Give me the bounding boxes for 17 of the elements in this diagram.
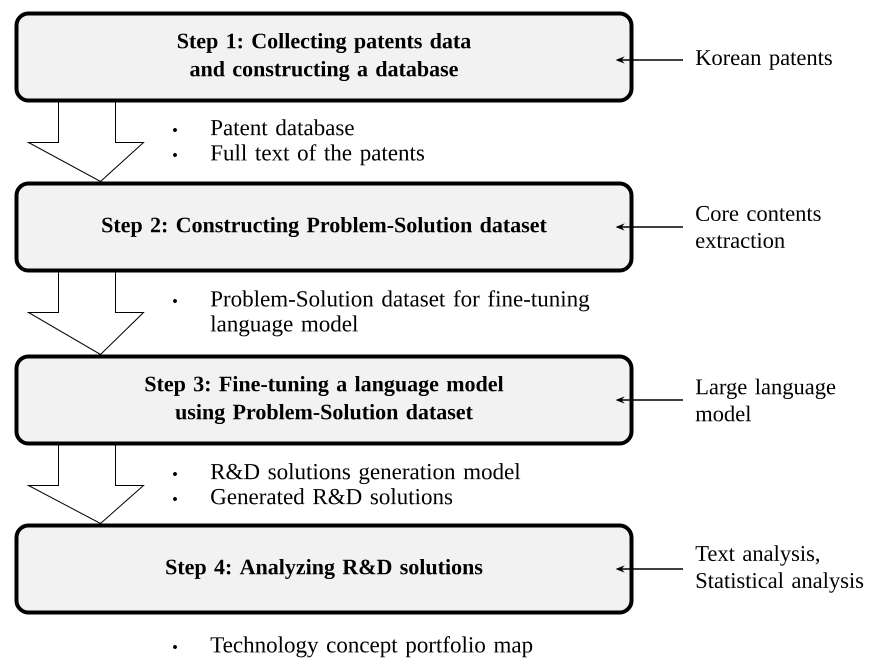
side-note: Large language model: [696, 378, 836, 422]
block-arrow: [26, 272, 145, 356]
side-note: Text analysis, Statistical analysis: [696, 545, 864, 593]
bullet-text: Patent database: [210, 119, 354, 136]
bullet-text: R&D solutions generation model: [210, 463, 520, 484]
side-note: Core contents extraction: [696, 206, 821, 248]
bullet-text: Generated R&D solutions: [211, 488, 452, 504]
block-arrow: [26, 102, 145, 182]
bullet-text: Full text of the patents: [210, 144, 424, 166]
bullet-text: Technology concept portfolio map: [210, 636, 532, 658]
bullet-text: Problem-Solution dataset for fine-tuning language model: [210, 290, 590, 336]
block-arrow: [26, 445, 145, 524]
step-box: Step 4: Analyzing R&D solutions: [14, 524, 634, 614]
step-box: Step 2: Constructing Problem-Solution dataset: [14, 182, 634, 272]
step-box: Step 3: Fine-tuning a language model using Problem-Solution dataset: [14, 354, 634, 446]
step-box: Step 1: Collecting patents data and constructing a database: [14, 12, 634, 102]
side-note: Korean patents: [696, 50, 832, 70]
